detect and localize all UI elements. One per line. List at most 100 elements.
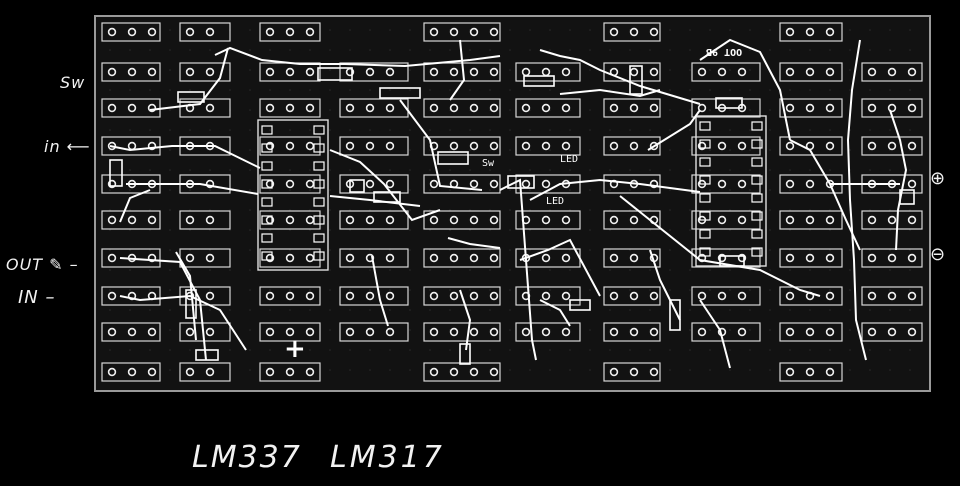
pad-hole (737, 215, 747, 225)
pad-hole (185, 367, 195, 377)
pad-hole (345, 253, 355, 263)
pad-hole (285, 291, 295, 301)
pad-strip (179, 62, 231, 82)
pad-hole (107, 141, 117, 151)
pad-strip (603, 322, 661, 342)
pad-hole (107, 367, 117, 377)
pad-strip (339, 286, 409, 306)
pad-hole (867, 253, 877, 263)
pad-strip (779, 22, 843, 42)
pad-strip (691, 62, 761, 82)
ic-pin (699, 211, 711, 221)
label-in-minus: IN – (18, 287, 56, 308)
trace (109, 145, 261, 169)
pad-hole (345, 327, 355, 337)
pad-strip (779, 362, 843, 382)
ic-pin (699, 175, 711, 185)
pad-hole (265, 327, 275, 337)
trace (399, 99, 483, 191)
pad-strip (339, 62, 409, 82)
trace (889, 109, 908, 251)
pad-hole (127, 327, 137, 337)
trace (447, 237, 501, 249)
pad-hole (305, 327, 315, 337)
pad-hole (449, 27, 459, 37)
pad-hole (805, 179, 815, 189)
ic-pin (751, 175, 763, 185)
pad-hole (649, 367, 659, 377)
pad-hole (649, 67, 659, 77)
pad-hole (449, 367, 459, 377)
label-sw: Sw (60, 73, 86, 92)
pad-hole (561, 291, 571, 301)
pad-hole (541, 215, 551, 225)
pad-hole (521, 327, 531, 337)
minus-terminal-icon: ⊖ (930, 244, 947, 265)
pad-hole (469, 103, 479, 113)
pad-hole (887, 67, 897, 77)
pad-strip (259, 22, 321, 42)
trace (699, 38, 791, 141)
component-body (349, 179, 365, 193)
pad-hole (561, 103, 571, 113)
pad-strip (259, 362, 321, 382)
pad-hole (825, 215, 835, 225)
pad-strip (259, 286, 321, 306)
pad-hole (805, 27, 815, 37)
pad-hole (541, 291, 551, 301)
pad-hole (469, 141, 479, 151)
pad-strip (423, 98, 501, 118)
pad-strip (603, 362, 661, 382)
pad-hole (127, 27, 137, 37)
pad-strip (423, 210, 501, 230)
pad-strip (423, 136, 501, 156)
pad-hole (609, 103, 619, 113)
pad-hole (265, 27, 275, 37)
pad-strip (691, 98, 761, 118)
pad-hole (205, 27, 215, 37)
pad-hole (907, 103, 917, 113)
pad-hole (107, 179, 117, 189)
ic-pin (751, 157, 763, 167)
trace (371, 255, 389, 327)
component-body (669, 299, 681, 331)
pad-hole (107, 67, 117, 77)
pad-hole (785, 291, 795, 301)
plus-mark: + (284, 334, 306, 364)
pad-hole (489, 253, 499, 263)
ic-pin (261, 233, 273, 243)
pad-hole (697, 67, 707, 77)
pad-strip (101, 62, 161, 82)
pad-hole (825, 103, 835, 113)
trace (539, 49, 701, 105)
led-label-top: LED (560, 154, 579, 165)
ic-pin (313, 179, 325, 189)
pad-hole (609, 367, 619, 377)
pad-hole (561, 141, 571, 151)
pad-strip (423, 174, 501, 194)
pad-hole (785, 179, 795, 189)
pad-hole (825, 367, 835, 377)
pad-hole (429, 67, 439, 77)
switch-label: Sw (482, 158, 495, 169)
pad-hole (629, 327, 639, 337)
plus-terminal-icon: ⊕ (930, 168, 947, 189)
pad-hole (385, 141, 395, 151)
trace (329, 195, 421, 207)
pad-hole (489, 367, 499, 377)
pad-hole (365, 215, 375, 225)
pad-hole (265, 291, 275, 301)
pad-hole (365, 253, 375, 263)
pad-hole (365, 179, 375, 189)
pad-strip (603, 98, 661, 118)
pad-hole (649, 327, 659, 337)
pad-hole (265, 367, 275, 377)
pad-hole (285, 215, 295, 225)
trace (539, 299, 571, 327)
ic-pin (261, 143, 273, 153)
pad-hole (717, 253, 727, 263)
label-in: in ⟵ (44, 137, 91, 156)
pad-hole (449, 291, 459, 301)
pad-hole (785, 141, 795, 151)
pad-hole (185, 215, 195, 225)
